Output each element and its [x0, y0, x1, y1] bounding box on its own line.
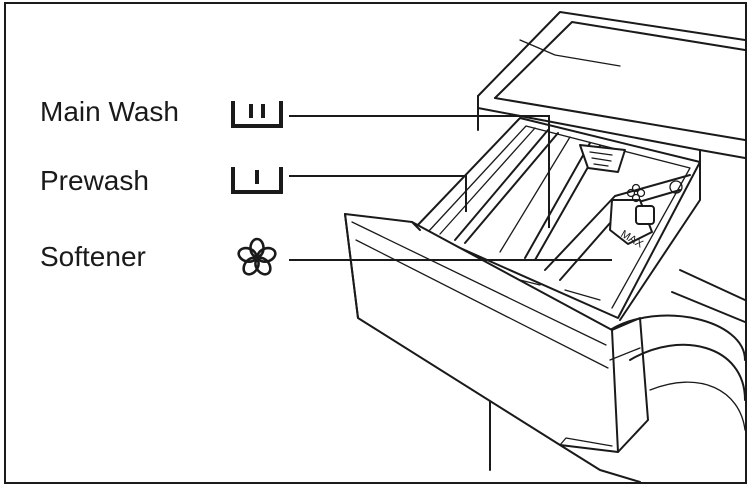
flower-softener-icon — [237, 237, 277, 276]
prewash-leader — [289, 175, 467, 212]
detergent-drawer: MAX — [344, 117, 701, 453]
prewash-label: Prewash — [40, 165, 149, 196]
main-wash-compartment-icon — [231, 101, 283, 128]
washing-machine-body — [477, 11, 746, 483]
leader-lines — [289, 115, 612, 261]
main-wash-label: Main Wash — [40, 96, 179, 127]
softener-label: Softener — [40, 241, 146, 272]
prewash-compartment-icon — [231, 167, 283, 194]
main-wash-leader — [289, 115, 550, 228]
